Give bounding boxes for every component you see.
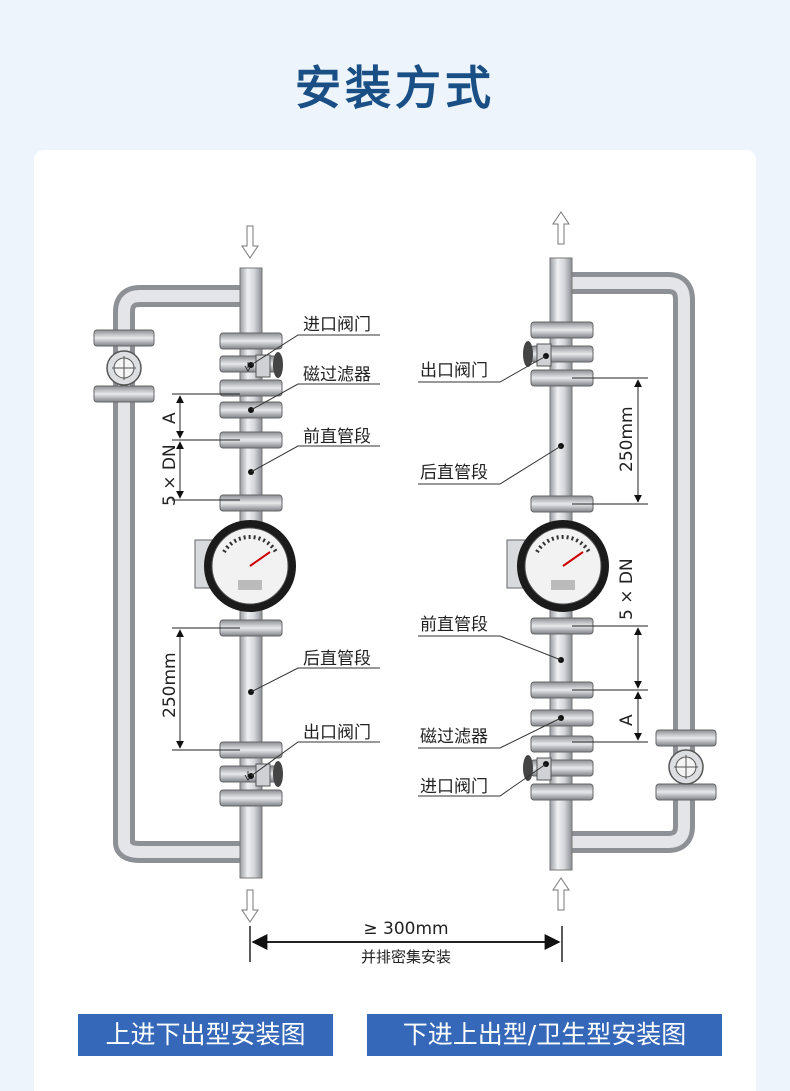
dim-250: 250mm — [160, 652, 180, 718]
left-installation: 进口阀门 磁过滤器 前直管段 后直管段 出口阀门 A 5 × DN 250mm — [93, 225, 380, 923]
flowmeter-right — [506, 520, 609, 612]
inlet-valve-icon — [244, 352, 283, 378]
flow-in-arrow — [241, 225, 259, 259]
right-installation: 出口阀门 后直管段 前直管段 磁过滤器 进口阀门 250mm 5 × DN A — [418, 211, 717, 911]
dimension-lines — [172, 393, 240, 751]
dim-5dn: 5 × DN — [160, 444, 180, 506]
bypass-valve-right — [655, 729, 717, 801]
label-inlet-valve-right: 进口阀门 — [420, 777, 488, 797]
label-magnetic-filter: 磁过滤器 — [303, 365, 371, 385]
leader-lines — [250, 334, 380, 777]
dimension-lines-right — [572, 377, 648, 743]
spacing-dimension — [249, 926, 563, 962]
flowmeter — [194, 520, 296, 612]
label-outlet-valve: 出口阀门 — [303, 723, 371, 743]
label-inlet-valve: 进口阀门 — [303, 315, 371, 335]
spacing-note: 并排密集安装 — [361, 948, 451, 966]
flow-out-arrow — [241, 889, 259, 923]
label-rear-straight-right: 后直管段 — [420, 463, 488, 483]
dim-a: A — [160, 412, 180, 424]
dim-250-right: 250mm — [617, 406, 637, 472]
dim-5dn-right: 5 × DN — [617, 558, 637, 620]
label-front-straight-right: 前直管段 — [420, 615, 488, 635]
flow-in-arrow-right — [552, 877, 570, 911]
leader-lines-right — [418, 355, 562, 797]
dim-a-right: A — [617, 714, 637, 726]
bypass-valve — [93, 329, 155, 403]
label-rear-straight: 后直管段 — [303, 649, 371, 669]
label-front-straight: 前直管段 — [303, 427, 371, 447]
caption-right: 下进上出型/卫生型安装图 — [367, 1014, 722, 1056]
flow-out-arrow-right — [552, 211, 570, 245]
caption-left: 上进下出型安装图 — [78, 1014, 333, 1056]
installation-diagram: 进口阀门 磁过滤器 前直管段 后直管段 出口阀门 A 5 × DN 250mm — [93, 211, 717, 966]
spacing-value: ≥ 300mm — [363, 919, 448, 939]
main-flanges-right — [530, 321, 594, 801]
label-outlet-valve-right: 出口阀门 — [420, 361, 488, 381]
label-magnetic-filter-right: 磁过滤器 — [420, 727, 488, 747]
page-title: 安装方式 — [295, 61, 495, 115]
